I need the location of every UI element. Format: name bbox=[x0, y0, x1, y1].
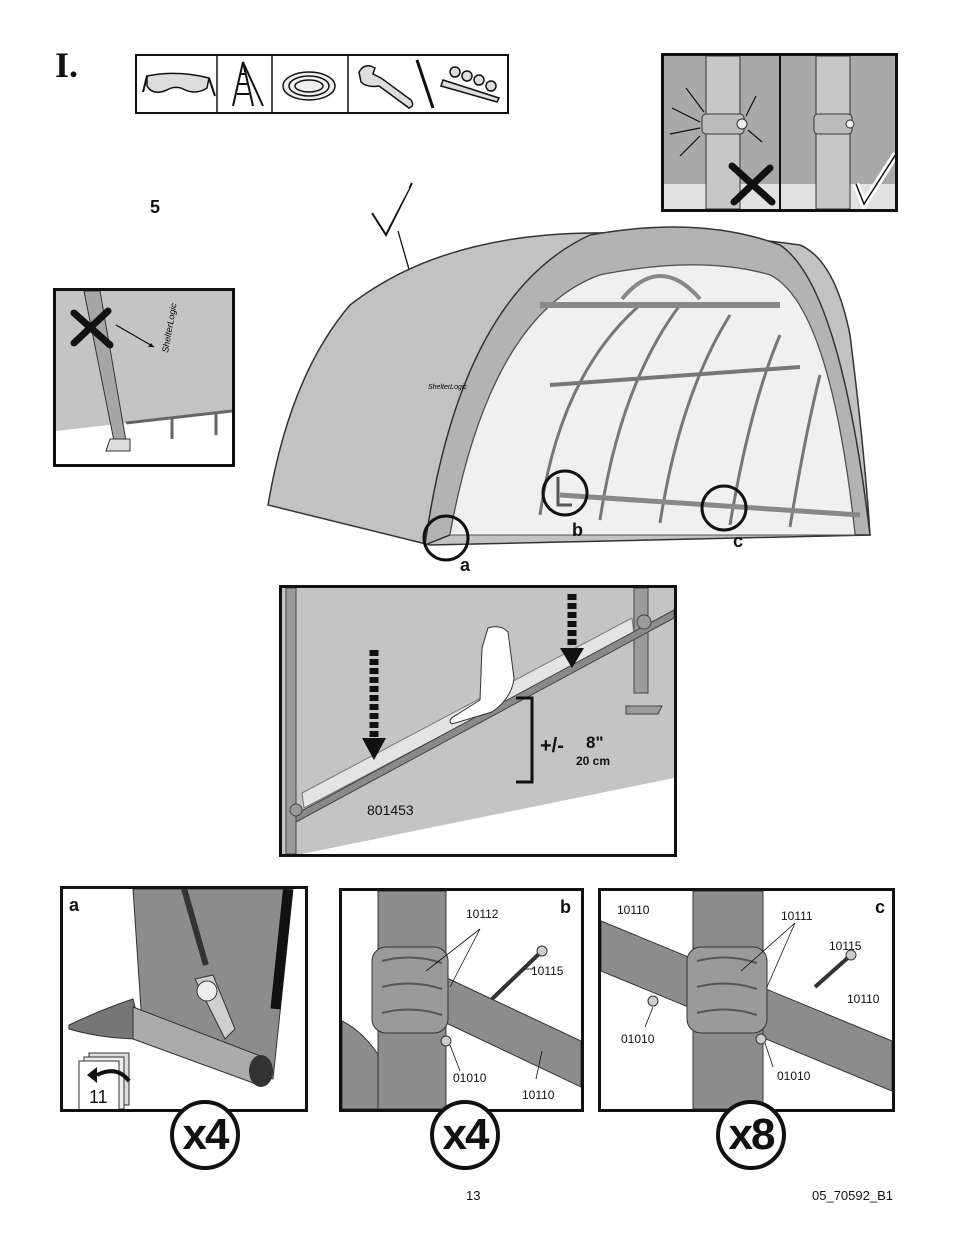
offset-metric: 20 cm bbox=[576, 754, 611, 768]
incorrect-x-icon bbox=[70, 307, 114, 349]
detail-c-label: c bbox=[875, 897, 886, 917]
step-letter: I. bbox=[55, 45, 79, 85]
incorrect-x-icon bbox=[728, 162, 776, 206]
detail-a-label: a bbox=[69, 895, 80, 915]
offset-sign: +/- bbox=[540, 735, 564, 757]
part-01010: 01010 bbox=[453, 1071, 487, 1085]
adjustable-wrench-icon bbox=[358, 65, 414, 109]
part-10110-top: 10110 bbox=[617, 903, 650, 917]
part-10110-right: 10110 bbox=[847, 992, 880, 1006]
crossbar-detail: +/- 8" 20 cm 801453 bbox=[279, 585, 677, 857]
rope-icon bbox=[282, 71, 336, 101]
multiplier-b: x4 bbox=[430, 1100, 500, 1170]
part-01010-left: 01010 bbox=[621, 1032, 655, 1046]
part-10112: 10112 bbox=[466, 907, 499, 921]
part-number: 801453 bbox=[367, 802, 414, 818]
multiplier-a: x4 bbox=[170, 1100, 240, 1170]
bolt-tightening-inset bbox=[661, 53, 898, 212]
logo-text-correct: ShelterLogic bbox=[428, 384, 467, 391]
part-01010-right: 01010 bbox=[777, 1069, 811, 1083]
callout-b: b bbox=[572, 520, 583, 540]
page-number: 13 bbox=[466, 1188, 481, 1203]
booklet-icon: 11 bbox=[75, 1051, 135, 1109]
step-ladder-icon bbox=[232, 61, 264, 107]
callout-c: c bbox=[733, 531, 744, 551]
offset-imperial: 8" bbox=[586, 733, 604, 752]
detail-a: a 11 bbox=[60, 886, 308, 1112]
part-10111: 10111 bbox=[781, 909, 813, 923]
document-code: 05_70592_B1 bbox=[812, 1188, 893, 1203]
page-reference: 11 bbox=[89, 1087, 108, 1107]
socket-set-icon bbox=[440, 66, 501, 103]
logo-wrong-inset: ShelterLogic bbox=[53, 288, 235, 467]
part-10115: 10115 bbox=[531, 964, 564, 978]
press-down-arrow-right bbox=[560, 594, 584, 668]
part-10115: 10115 bbox=[829, 939, 862, 953]
press-down-arrow-left bbox=[362, 650, 386, 760]
safety-glasses-icon bbox=[142, 72, 216, 97]
detail-b: b 10112 10115 01010 10110 bbox=[339, 888, 584, 1112]
people-count: 5 bbox=[150, 197, 161, 217]
detail-c: c 10110 10111 10115 10110 01010 01010 bbox=[598, 888, 895, 1112]
shelter-illustration: ShelterLogic a b c bbox=[260, 175, 900, 575]
correct-check-icon bbox=[371, 182, 413, 238]
multiplier-c: x8 bbox=[716, 1100, 786, 1170]
tools-strip bbox=[135, 54, 509, 114]
detail-b-label: b bbox=[560, 897, 571, 917]
part-10110: 10110 bbox=[522, 1088, 555, 1102]
callout-a: a bbox=[460, 555, 471, 575]
